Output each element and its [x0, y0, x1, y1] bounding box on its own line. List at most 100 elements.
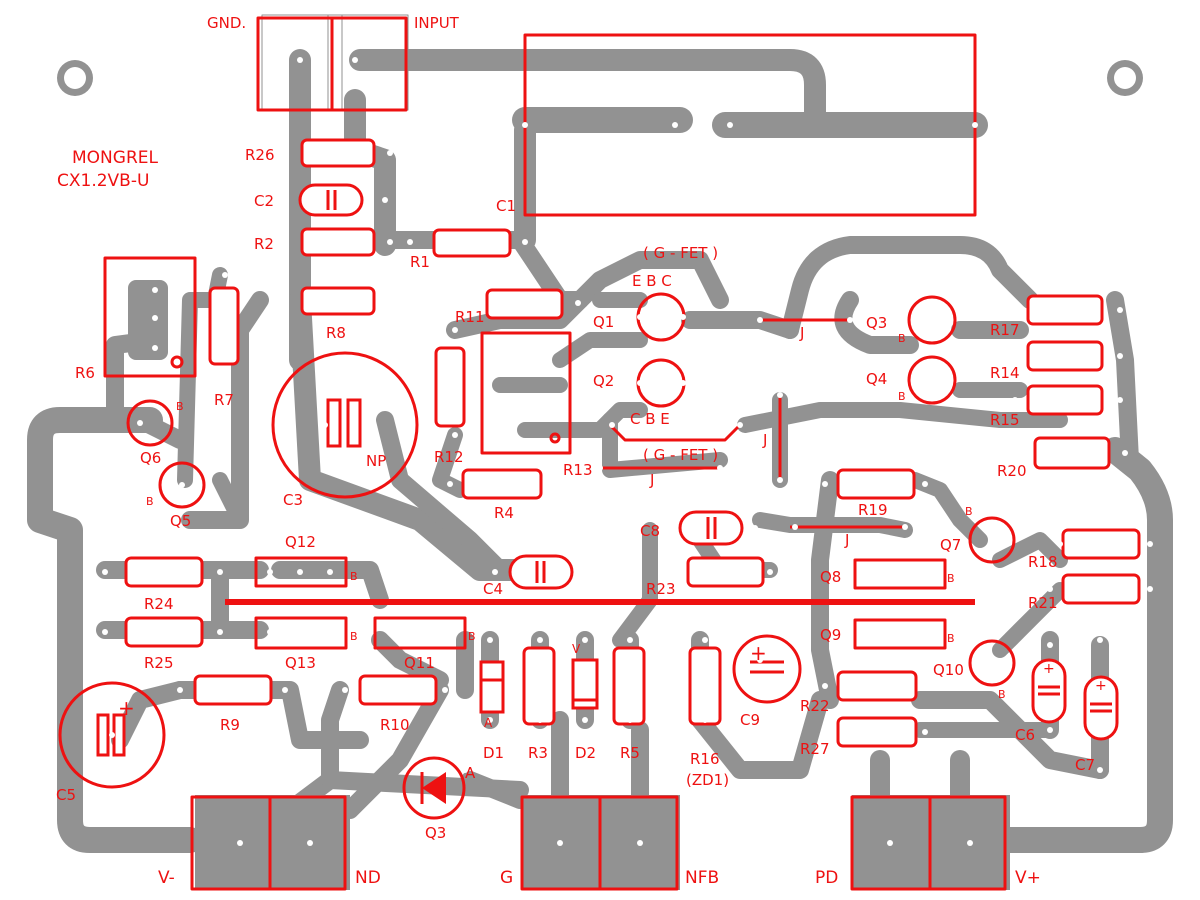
label-r21: R21	[1028, 594, 1058, 612]
label-r15: R15	[990, 411, 1020, 429]
drill-hole	[922, 729, 928, 735]
label-nd: ND	[355, 868, 381, 888]
drill-hole	[1012, 307, 1018, 313]
label-r12: R12	[434, 448, 464, 466]
q5-body	[158, 461, 206, 509]
label-r3: R3	[528, 744, 548, 762]
label-c9: C9	[740, 711, 760, 729]
drill-hole	[609, 422, 615, 428]
drill-hole	[822, 729, 828, 735]
base-mark: B	[998, 688, 1006, 701]
label-r11: R11	[455, 308, 485, 326]
q1-body	[636, 292, 686, 342]
r27-body	[836, 716, 918, 748]
drill-hole	[1117, 353, 1123, 359]
drill-hole	[672, 569, 678, 575]
drill-hole	[972, 122, 978, 128]
drill-hole	[282, 197, 288, 203]
label-r16: R16	[690, 750, 720, 768]
jumper-mark: J	[799, 324, 804, 342]
drill-hole	[222, 272, 228, 278]
label-nfb: NFB	[685, 868, 719, 888]
drill-hole	[537, 717, 543, 723]
drill-hole	[792, 524, 798, 530]
label-vplus: V+	[1015, 868, 1041, 888]
plus-mark: +	[750, 641, 767, 665]
label-d1: D1	[483, 744, 504, 762]
q12-body	[254, 556, 348, 588]
led-body	[402, 756, 466, 820]
drill-hole	[282, 297, 288, 303]
label-r14: R14	[990, 364, 1020, 382]
drill-hole	[442, 687, 448, 693]
label-led-q3: Q3	[425, 824, 446, 842]
drill-hole	[557, 840, 563, 846]
drill-hole	[867, 631, 873, 637]
drill-hole	[382, 197, 388, 203]
base-mark: B	[898, 332, 906, 345]
drill-hole	[387, 297, 393, 303]
drill-hole	[897, 571, 903, 577]
center-ic-outline	[480, 331, 572, 455]
c4-body	[508, 554, 574, 590]
label-r25: R25	[144, 654, 174, 672]
q13-body	[254, 616, 348, 650]
drill-hole	[727, 122, 733, 128]
label-q13: Q13	[285, 654, 316, 672]
drill-hole	[627, 717, 633, 723]
label-gfet-bottom: ( G - FET )	[643, 446, 718, 464]
drill-hole	[487, 717, 493, 723]
drill-hole	[717, 465, 723, 471]
drill-hole	[1147, 586, 1153, 592]
board-title-2: CX1.2VB-U	[57, 171, 149, 191]
base-mark: B	[468, 630, 476, 643]
drill-hole	[1147, 541, 1153, 547]
drill-hole	[967, 840, 973, 846]
label-r26: R26	[245, 146, 275, 164]
label-c8: C8	[640, 522, 660, 540]
drill-hole	[922, 481, 928, 487]
label-vminus: V-	[158, 868, 175, 888]
label-r8: R8	[326, 324, 346, 342]
r7-body	[208, 286, 240, 366]
q11-body	[373, 616, 467, 650]
r4-body	[461, 468, 543, 500]
label-r9: R9	[220, 716, 240, 734]
drill-hole	[1017, 450, 1023, 456]
c2-body	[298, 183, 364, 217]
silkscreen-layer	[58, 16, 1141, 891]
drill-hole	[102, 569, 108, 575]
drill-hole	[537, 637, 543, 643]
drill-hole	[680, 380, 686, 386]
plus-mark: +	[118, 696, 135, 720]
jumper-mark: J	[762, 431, 767, 449]
drill-hole	[327, 569, 333, 575]
label-anode: A	[465, 764, 476, 782]
plus-mark: +	[1043, 661, 1055, 677]
drill-hole	[822, 683, 828, 689]
label-q6: Q6	[140, 449, 161, 467]
drill-hole	[582, 637, 588, 643]
drill-hole	[587, 569, 593, 575]
label-pd: PD	[815, 868, 838, 888]
drill-hole	[757, 317, 763, 323]
drill-hole	[1117, 397, 1123, 403]
r14-body	[1026, 340, 1104, 372]
drill-hole	[637, 314, 643, 320]
drill-hole	[777, 392, 783, 398]
drill-hole	[417, 629, 423, 635]
drill-hole	[447, 481, 453, 487]
label-q10: Q10	[933, 661, 964, 679]
label-q12: Q12	[285, 533, 316, 551]
label-r19: R19	[858, 501, 888, 519]
label-r5: R5	[620, 744, 640, 762]
label-d1-a: A	[484, 716, 493, 730]
label-q5: Q5	[170, 512, 191, 530]
r23-body	[686, 556, 765, 588]
label-r24: R24	[144, 595, 174, 613]
label-q8: Q8	[820, 568, 841, 586]
drill-hole	[582, 717, 588, 723]
label-q11: Q11	[404, 654, 435, 672]
label-c7: C7	[1075, 756, 1095, 774]
